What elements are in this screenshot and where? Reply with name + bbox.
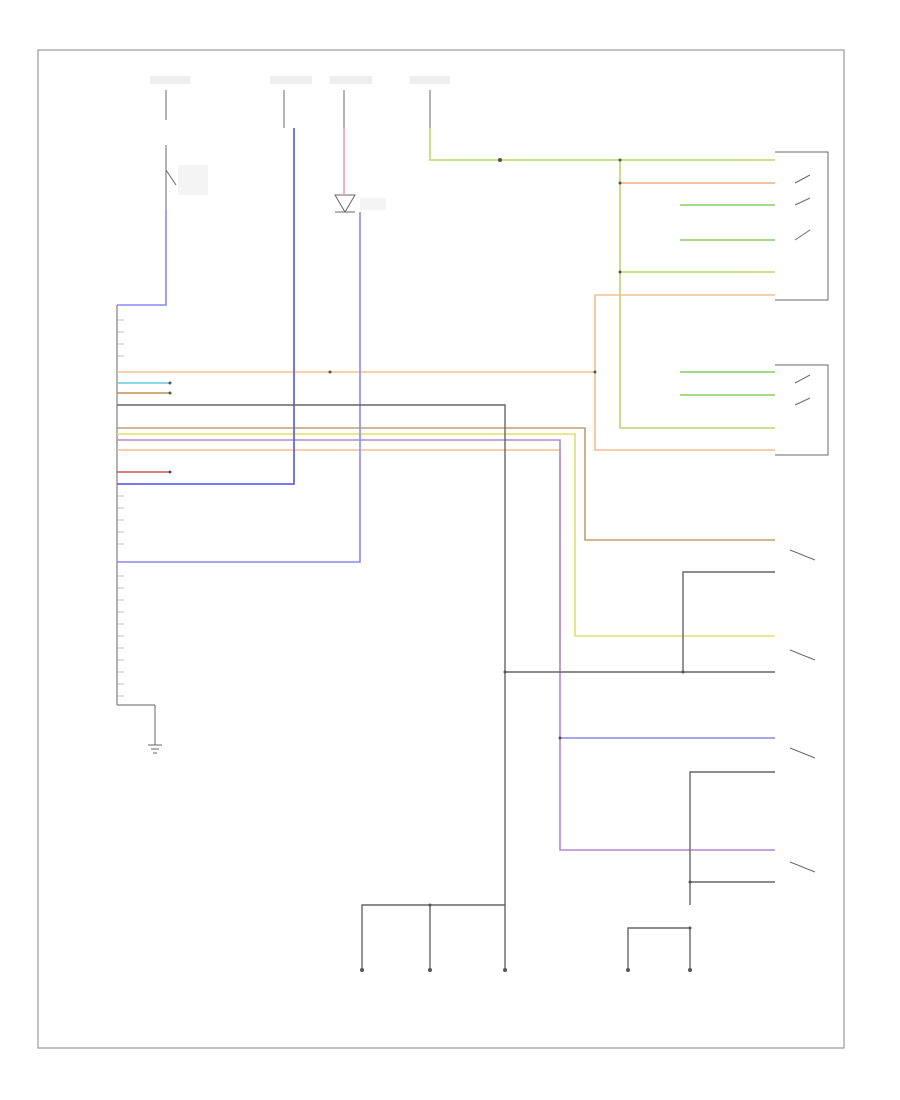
wire-ground-3: [682, 571, 775, 672]
wire-blue-relay: [117, 210, 167, 306]
door-switches: [789, 549, 816, 873]
wire-green-lower: [619, 272, 775, 429]
junction-dots: [168, 158, 692, 930]
wire-ground-4: [689, 771, 775, 905]
wire-purple: [117, 439, 775, 851]
wire-orange-1: [117, 294, 775, 373]
wire-blue-main: [117, 128, 295, 485]
wire-orange-2: [594, 372, 775, 451]
wire-green-main: [429, 128, 775, 161]
connector-pins: [117, 319, 124, 697]
wire-ground-main: [117, 404, 506, 905]
wire-blue-2: [117, 212, 361, 563]
diode-component: [334, 194, 386, 213]
wire-ground-bus-right: [627, 927, 691, 968]
relay-block: [165, 145, 208, 210]
diagram-frame: [37, 49, 845, 1049]
wire-brown: [117, 427, 775, 541]
switch-block-upper: [775, 151, 829, 301]
switch-block-middle: [775, 364, 829, 456]
fuse-3: [330, 76, 372, 128]
wire-yellow: [117, 433, 775, 637]
fuse-4: [410, 76, 450, 128]
bottom-ground-terminals: [360, 968, 692, 972]
fuse-1: [150, 76, 190, 120]
ground-symbol: [148, 744, 162, 754]
fuse-2: [270, 76, 312, 128]
wire-ground-bus: [361, 904, 506, 968]
wire-green-branch: [619, 160, 775, 273]
control-unit-connector: [116, 305, 156, 745]
